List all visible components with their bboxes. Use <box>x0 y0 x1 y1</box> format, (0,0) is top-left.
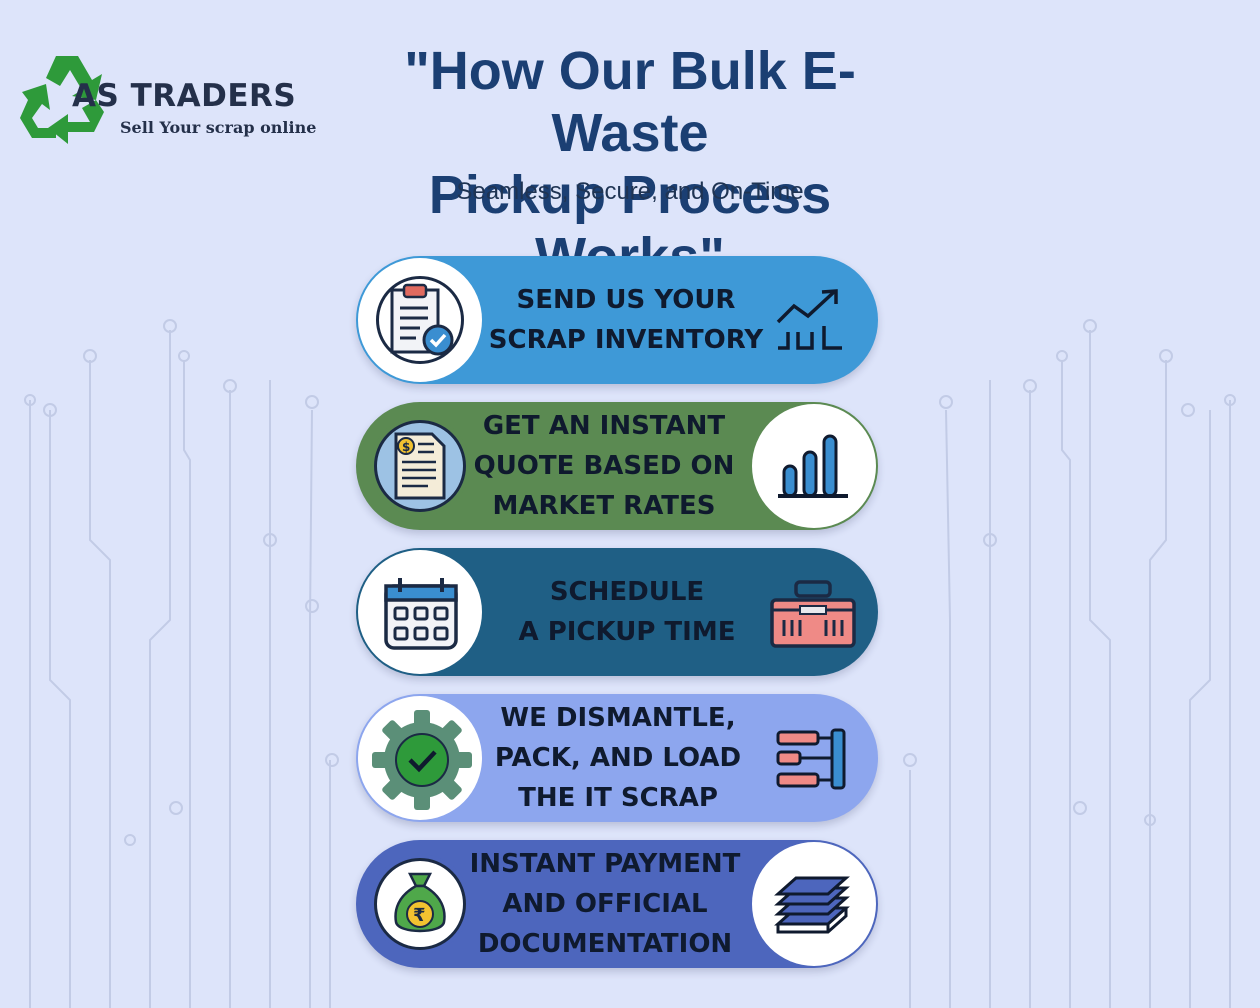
step-5-side-badge <box>752 842 876 966</box>
recycle-icon <box>20 56 104 144</box>
toolbox-icon <box>770 580 856 648</box>
bar-chart-icon <box>778 434 848 498</box>
title-line-1: "How Our Bulk E-Waste <box>404 41 856 163</box>
page-title: "How Our Bulk E-Waste Pickup Process Wor… <box>330 40 930 288</box>
brand-logo-block: AS TRADERS Sell Your scrap online <box>16 52 316 156</box>
step-1-label: SEND US YOUR SCRAP INVENTORY <box>488 285 764 355</box>
step-2-side-badge <box>752 404 876 528</box>
step-2-icon-badge: $ <box>370 416 470 516</box>
hierarchy-icon <box>776 728 846 790</box>
gear-check-icon <box>372 710 472 810</box>
clipboard-check-icon <box>390 283 454 356</box>
page-subtitle: Seamless, Secure, and On-Time <box>456 178 804 205</box>
calendar-icon <box>384 578 458 650</box>
invoice-quote-icon: $ <box>394 432 446 500</box>
svg-text:$: $ <box>402 440 410 454</box>
step-instant-quote: $ GET AN INSTANT QUOTE BASED ON MARKET R… <box>356 402 878 530</box>
brand-tagline: Sell Your scrap online <box>120 118 317 137</box>
step-5-icon-badge: ₹ <box>370 854 470 954</box>
step-1-icon-badge <box>358 258 482 382</box>
step-5-label: INSTANT PAYMENT AND OFFICIAL DOCUMENTATI… <box>469 849 741 959</box>
step-3-icon-badge <box>358 550 482 674</box>
money-bag-rupee-icon: ₹ <box>394 872 446 933</box>
step-payment-documentation: ₹ INSTANT PAYMENT AND OFFICIAL DOCUMENTA… <box>356 840 878 968</box>
step-send-inventory: SEND US YOUR SCRAP INVENTORY <box>356 256 878 384</box>
svg-text:₹: ₹ <box>413 905 426 926</box>
step-schedule-pickup: SCHEDULE A PICKUP TIME <box>356 548 878 676</box>
document-stack-icon <box>774 876 850 934</box>
step-3-label: SCHEDULE A PICKUP TIME <box>518 577 736 647</box>
step-2-label: GET AN INSTANT QUOTE BASED ON MARKET RAT… <box>473 411 735 521</box>
trending-chart-icon <box>776 289 842 350</box>
step-4-icon-badge <box>358 696 482 820</box>
step-dismantle-pack-load: WE DISMANTLE, PACK, AND LOAD THE IT SCRA… <box>356 694 878 822</box>
step-4-label: WE DISMANTLE, PACK, AND LOAD THE IT SCRA… <box>494 703 742 813</box>
brand-name: AS TRADERS <box>72 78 297 114</box>
